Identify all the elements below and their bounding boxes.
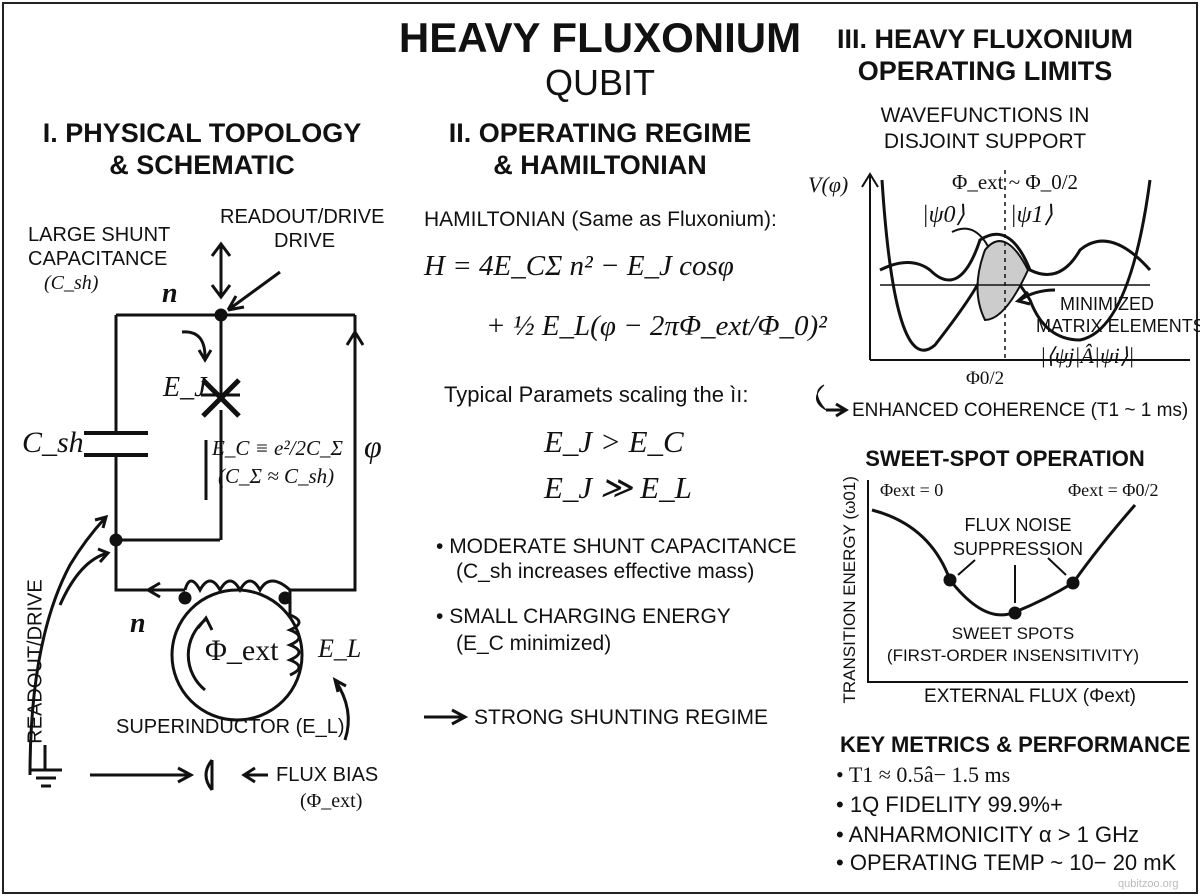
metric-anharmonicity: • ANHARMONICITY α > 1 GHz <box>836 822 1140 847</box>
minimized-1: MINIMIZED <box>1060 294 1154 314</box>
metric-fidelity-text: 1Q FIDELITY 99.9%+ <box>849 792 1063 817</box>
readout-side-label: READOUT/DRIVE <box>24 579 47 744</box>
minimized-2: MATRIX ELEMENTS <box>1036 316 1200 336</box>
readout-top-1: READOUT/DRIVE <box>220 206 385 228</box>
bullet-1-line-2: (C_sh increases effective mass) <box>456 560 755 583</box>
el-label: E_L <box>318 634 362 663</box>
metrics-title: KEY METRICS & PERFORMANCE <box>840 732 1191 757</box>
phi-ext-zero: Φext = 0 <box>880 480 944 500</box>
typical-params: Typical Paramets scaling the ìı: <box>444 382 749 407</box>
superinductor-label: SUPERINDUCTOR (E_L) <box>116 716 345 738</box>
main-subtitle: QUBIT <box>544 62 656 103</box>
phi0-half-tick: Φ0/2 <box>966 368 1005 389</box>
bullet-2-line-2: (E_C minimized) <box>456 632 612 655</box>
inequality-1: E_J > E_C <box>544 424 684 459</box>
phi-ext-condition: Φ_ext ~ Φ_0/2 <box>952 170 1079 194</box>
wf-title-1: WAVEFUNCTIONS IN <box>880 104 1090 127</box>
psi0-label: |ψ0⟩ <box>922 202 965 228</box>
shunt-label-2: CAPACITANCE <box>28 248 168 270</box>
metric-t1: • T1 ≈ 0.5â− 1.5 ms <box>836 762 1011 787</box>
hamiltonian-label: HAMILTONIAN (Same as Fluxonium): <box>424 208 777 231</box>
bullet-1: • MODERATE SHUNT CAPACITANCE <box>436 535 797 558</box>
sweet-spots-1: SWEET SPOTS <box>951 624 1075 643</box>
phi-label: φ <box>364 428 382 464</box>
noise-1: FLUX NOISE <box>964 515 1072 535</box>
x-axis-label: EXTERNAL FLUX (Φext) <box>924 686 1136 707</box>
csum-label: (C_Σ ≈ C_sh) <box>218 464 335 488</box>
watermark: qubitzoo.org <box>1118 878 1179 890</box>
metric-temp-text: OPERATING TEMP ~ 10− 20 mK <box>849 850 1177 875</box>
readout-top-2: DRIVE <box>274 230 336 252</box>
shunt-label-3: (C_sh) <box>44 272 99 294</box>
v-axis-label: V(φ) <box>808 172 849 197</box>
inequality-2: E_J ≫ E_L <box>544 470 692 505</box>
metric-t1-text: T1 ≈ 0.5â− 1.5 ms <box>848 762 1011 787</box>
sweet-spots-2: (FIRST-ORDER INSENSITIVITY) <box>886 646 1140 665</box>
phi-ext-half: Φext = Φ0/2 <box>1068 480 1159 500</box>
psi1-label: |ψ1⟩ <box>1010 202 1053 228</box>
hamiltonian-eq-2: + ½ E_L(φ − 2πΦ_ext/Φ_0)² <box>486 310 827 342</box>
phi-ext-loop: Φ_ext <box>205 634 279 667</box>
ec-label: E_C ≡ e²/2C_Σ <box>212 436 343 460</box>
regime-label: STRONG SHUNTING REGIME <box>474 706 769 729</box>
section1-heading-2: & SCHEMATIC <box>109 150 295 180</box>
ej-label: E_J <box>163 372 207 403</box>
section2-heading-2: & HAMILTONIAN <box>493 150 707 180</box>
bullet-2-line-1: SMALL CHARGING ENERGY <box>449 605 731 628</box>
matrix-element: |⟨ψj|Â|ψi⟩| <box>1040 343 1135 368</box>
node-n-top: n <box>162 278 178 309</box>
noise-2: SUPPRESSION <box>952 539 1084 559</box>
metric-anharmonicity-text: ANHARMONICITY α > 1 GHz <box>848 822 1140 847</box>
section3-heading: III. HEAVY FLUXONIUM <box>836 24 1134 54</box>
section1-heading: I. PHYSICAL TOPOLOGY <box>42 118 362 148</box>
csh-label: C_sh <box>22 426 84 459</box>
bullet-1-line-1: MODERATE SHUNT CAPACITANCE <box>449 535 797 558</box>
node-n-bottom: n <box>130 608 146 639</box>
wf-title-2: DISJOINT SUPPORT <box>883 130 1087 153</box>
flux-bias-2: (Φ_ext) <box>300 790 363 812</box>
metric-temp: • OPERATING TEMP ~ 10− 20 mK <box>836 850 1177 875</box>
section3-heading-2: OPERATING LIMITS <box>857 56 1113 86</box>
hamiltonian-eq-1: H = 4E_CΣ n² − E_J cosφ <box>424 250 734 282</box>
flux-bias-1: FLUX BIAS <box>276 764 379 786</box>
bullet-2: • SMALL CHARGING ENERGY <box>436 605 731 628</box>
metric-fidelity: • 1Q FIDELITY 99.9%+ <box>836 792 1063 817</box>
coherence-label: ENHANCED COHERENCE (T1 ~ 1 ms) <box>852 400 1189 421</box>
section2-heading: II. OPERATING REGIME <box>448 118 752 148</box>
main-title: HEAVY FLUXONIUM <box>398 14 802 61</box>
y-axis-label: TRANSITION ENERGY (ω01) <box>840 476 860 704</box>
sweet-spot-title: SWEET-SPOT OPERATION <box>865 446 1145 471</box>
shunt-label-1: LARGE SHUNT <box>28 224 171 246</box>
